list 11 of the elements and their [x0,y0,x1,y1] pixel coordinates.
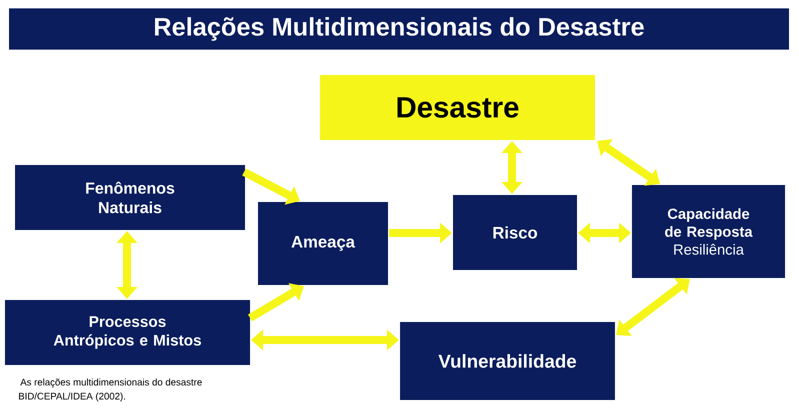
title-banner: Relações Multidimensionais do Desastre [9,8,789,50]
source-note: As relações multidimensionais do desastre [20,378,202,388]
source-note: BID/CEPAL/IDEA (2002). [19,392,125,402]
concept-box: Processos Antrópicos e Mistos [4,300,250,366]
concept-box: Risco [453,195,577,270]
concept-box: Ameaça [258,202,388,285]
concept-box: Capacidade de Resposta Resiliência [632,184,786,278]
arrow [616,278,690,336]
title-box: Desastre [320,74,595,140]
concept-box: Fenômenos Naturais [15,164,245,230]
concept-box: Vulnerabilidade [400,322,615,400]
